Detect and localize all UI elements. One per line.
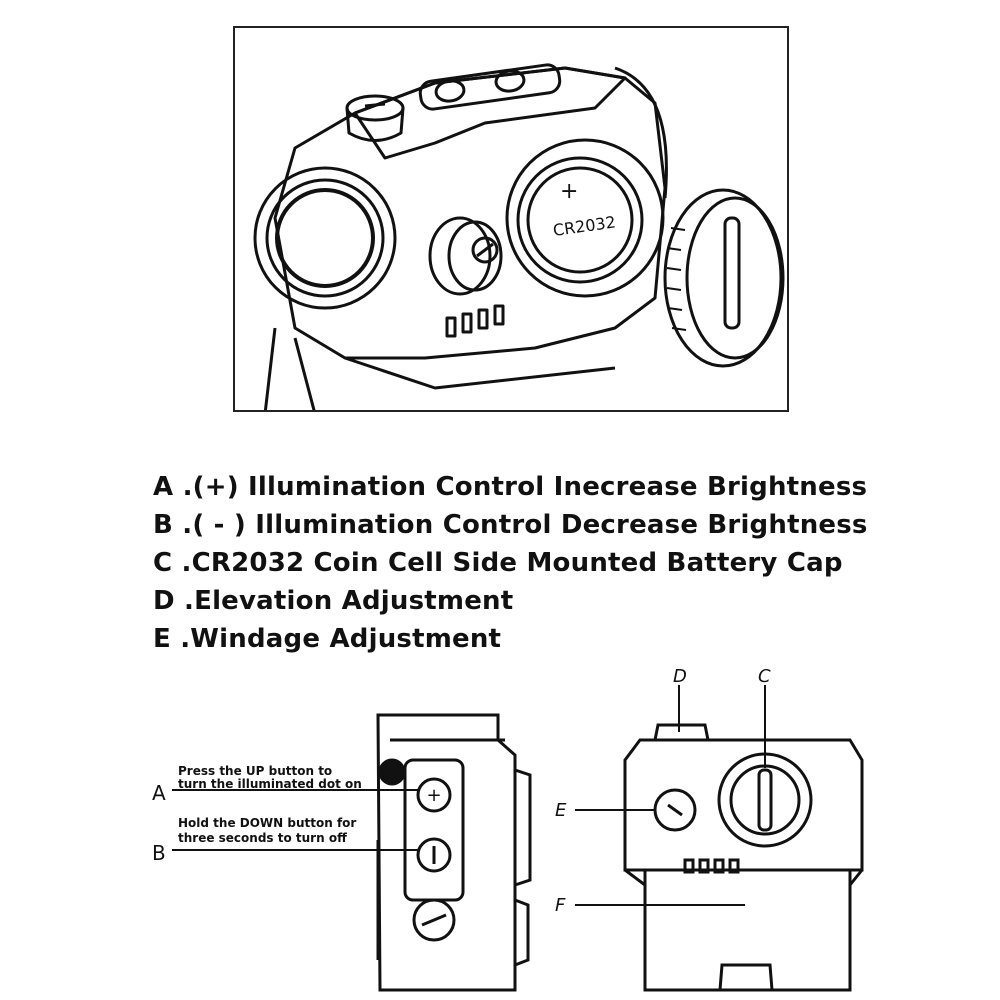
- legend-item-e: E .Windage Adjustment: [153, 624, 502, 654]
- top-view-drawing: [376, 713, 532, 992]
- label-c: C: [758, 666, 771, 687]
- battery-label: CR2032: [552, 212, 617, 240]
- label-f: F: [555, 895, 566, 916]
- up-button-plus-icon: +: [426, 785, 441, 806]
- legend-item-d: D .Elevation Adjustment: [153, 586, 514, 616]
- label-e: E: [555, 800, 567, 821]
- note-b-line1: Hold the DOWN button for: [178, 816, 356, 830]
- legend-item-c: C .CR2032 Coin Cell Side Mounted Battery…: [153, 548, 843, 578]
- bottom-diagrams: + A B Press the UP button to turn the il…: [0, 660, 1000, 1000]
- note-a-line1: Press the UP button to: [178, 764, 332, 778]
- top-illustration-frame: + CR2032: [233, 26, 789, 412]
- battery-plus-mark: +: [560, 179, 578, 204]
- note-a-line2: turn the illuminated dot on: [178, 777, 362, 791]
- legend-list: A .(+) Illumination Control Inecrease Br…: [153, 468, 913, 658]
- label-d: D: [673, 666, 687, 687]
- label-a: A: [152, 781, 166, 805]
- note-b-line2: three seconds to turn off: [178, 831, 347, 845]
- legend-item-a: A .(+) Illumination Control Inecrease Br…: [153, 472, 868, 502]
- side-view-drawing: [623, 723, 864, 992]
- labeled-views: + A B Press the UP button to turn the il…: [152, 666, 864, 992]
- legend-item-b: B .( - ) Illumination Control Decrease B…: [153, 510, 868, 540]
- red-dot-sight-illustration: + CR2032: [253, 63, 785, 410]
- label-b: B: [152, 841, 166, 865]
